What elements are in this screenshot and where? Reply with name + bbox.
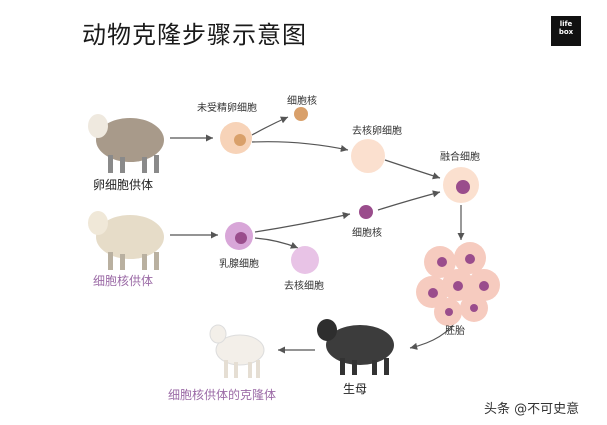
watermark-text: 头条 @不可史意 <box>484 402 580 417</box>
arrow-mammary-to-nucleus <box>254 212 351 233</box>
label-denucleated-cell: 去核细胞 <box>284 281 324 292</box>
clone-lamb-icon <box>209 324 265 378</box>
diagram-title: 动物克隆步骤示意图 <box>82 21 307 49</box>
denucleated-cell <box>291 246 319 274</box>
label-clone: 细胞核供体的克隆体 <box>168 388 277 402</box>
fused-cell-nucleus <box>456 180 470 194</box>
arrow-egg-to-enucleated <box>251 141 349 153</box>
label-embryo: 胚胎 <box>445 326 465 337</box>
arrow-nucleus-to-fused <box>377 190 441 211</box>
label-unfertilized-egg: 未受精卵细胞 <box>197 103 257 114</box>
arrow-mammary-to-denucleated <box>254 237 299 249</box>
label-egg-nucleus: 细胞核 <box>287 96 317 107</box>
label-enucleated-egg: 去核卵细胞 <box>352 126 402 137</box>
arrow-enucleated-to-fused <box>384 159 441 180</box>
logo-text-box: box <box>558 28 574 36</box>
label-surrogate: 生母 <box>343 382 368 396</box>
egg-donor-sheep-icon <box>88 114 164 173</box>
surrogate-sheep-icon <box>317 319 394 375</box>
mammary-cell-nucleus <box>235 232 247 244</box>
unfertilized-egg-nucleus <box>234 134 246 146</box>
embryo-cluster <box>416 242 500 326</box>
lifebox-logo: life box <box>551 16 581 46</box>
enucleated-egg-cell <box>351 139 385 173</box>
nucleus-donor-sheep-icon <box>88 211 164 270</box>
label-mammary-cell: 乳腺细胞 <box>219 259 259 270</box>
arrow-egg-to-nucleus <box>251 116 289 136</box>
logo-text-life: life <box>559 20 573 28</box>
label-mammary-nucleus: 细胞核 <box>352 228 382 239</box>
egg-nucleus-cell <box>294 107 308 121</box>
label-fused-cell: 融合细胞 <box>440 152 480 163</box>
label-egg-donor: 卵细胞供体 <box>93 178 154 192</box>
mammary-nucleus-cell <box>359 205 373 219</box>
label-nucleus-donor: 细胞核供体 <box>93 274 154 288</box>
